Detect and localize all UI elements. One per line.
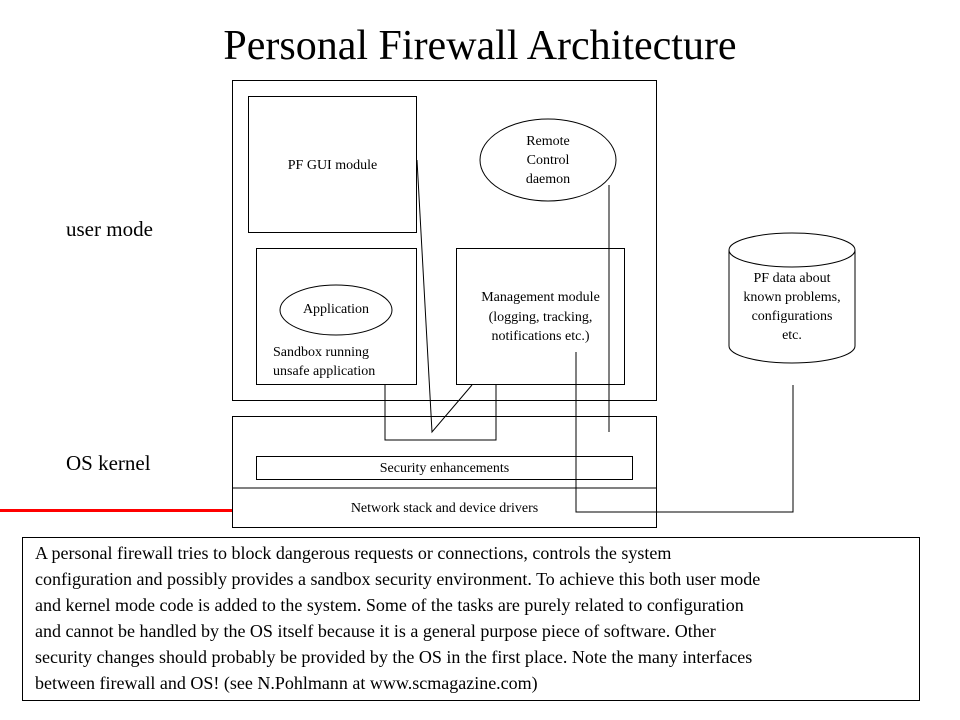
sandbox-to-management-connector xyxy=(384,385,497,441)
description-line: between firewall and OS! (see N.Pohlmann… xyxy=(35,673,538,693)
application-ellipse xyxy=(279,284,393,336)
network-stack-label: Network stack and device drivers xyxy=(350,501,539,516)
pf-gui-module: PF GUI module xyxy=(248,96,417,233)
management-module: Management module (logging, tracking, no… xyxy=(456,248,625,385)
accent-line xyxy=(0,509,232,512)
description-line: and kernel mode code is added to the sys… xyxy=(35,595,744,615)
pf-data-line-3: configurations xyxy=(751,309,833,324)
remote-control-line-1: Remote xyxy=(526,134,570,149)
management-label-line-1: Management module xyxy=(481,290,600,305)
user-mode-container xyxy=(232,80,657,401)
description-line: A personal firewall tries to block dange… xyxy=(35,543,672,563)
os-kernel-label: OS kernel xyxy=(66,451,151,475)
sandbox-label-line-2: unsafe application xyxy=(273,364,376,379)
sandbox-label-line-1: Sandbox running xyxy=(273,345,370,360)
management-label-line-3: notifications etc.) xyxy=(491,329,590,344)
gui-to-kernel-connector xyxy=(416,159,473,434)
description-line: security changes should probably be prov… xyxy=(35,647,753,667)
security-enhancements-label: Security enhancements xyxy=(379,461,510,476)
pf-data-cylinder-body xyxy=(728,250,856,364)
sandbox-box: Sandbox running unsafe application xyxy=(256,248,417,385)
os-kernel-container xyxy=(232,416,657,528)
pf-data-line-1: PF data about xyxy=(753,271,831,286)
description-box: A personal firewall tries to block dange… xyxy=(22,537,920,701)
pf-data-line-4: etc. xyxy=(782,328,802,343)
user-mode-label: user mode xyxy=(66,217,153,241)
pf-data-line-2: known problems, xyxy=(743,290,841,305)
pf-data-cylinder-top xyxy=(728,232,856,268)
pf-gui-label: PF GUI module xyxy=(287,158,378,173)
slide-title: Personal Firewall Architecture xyxy=(223,23,737,69)
security-enhancements-box: Security enhancements xyxy=(256,456,633,480)
management-label-line-2: (logging, tracking, xyxy=(488,310,593,325)
remote-control-line-2: Control xyxy=(526,153,570,168)
management-to-network-connector xyxy=(575,352,794,513)
description-line: configuration and possibly provides a sa… xyxy=(35,569,761,589)
application-label: Application xyxy=(302,302,370,317)
remote-control-ellipse xyxy=(479,118,617,202)
remote-control-line-3: daemon xyxy=(525,172,571,187)
description-line: and cannot be handled by the OS itself b… xyxy=(35,621,716,641)
